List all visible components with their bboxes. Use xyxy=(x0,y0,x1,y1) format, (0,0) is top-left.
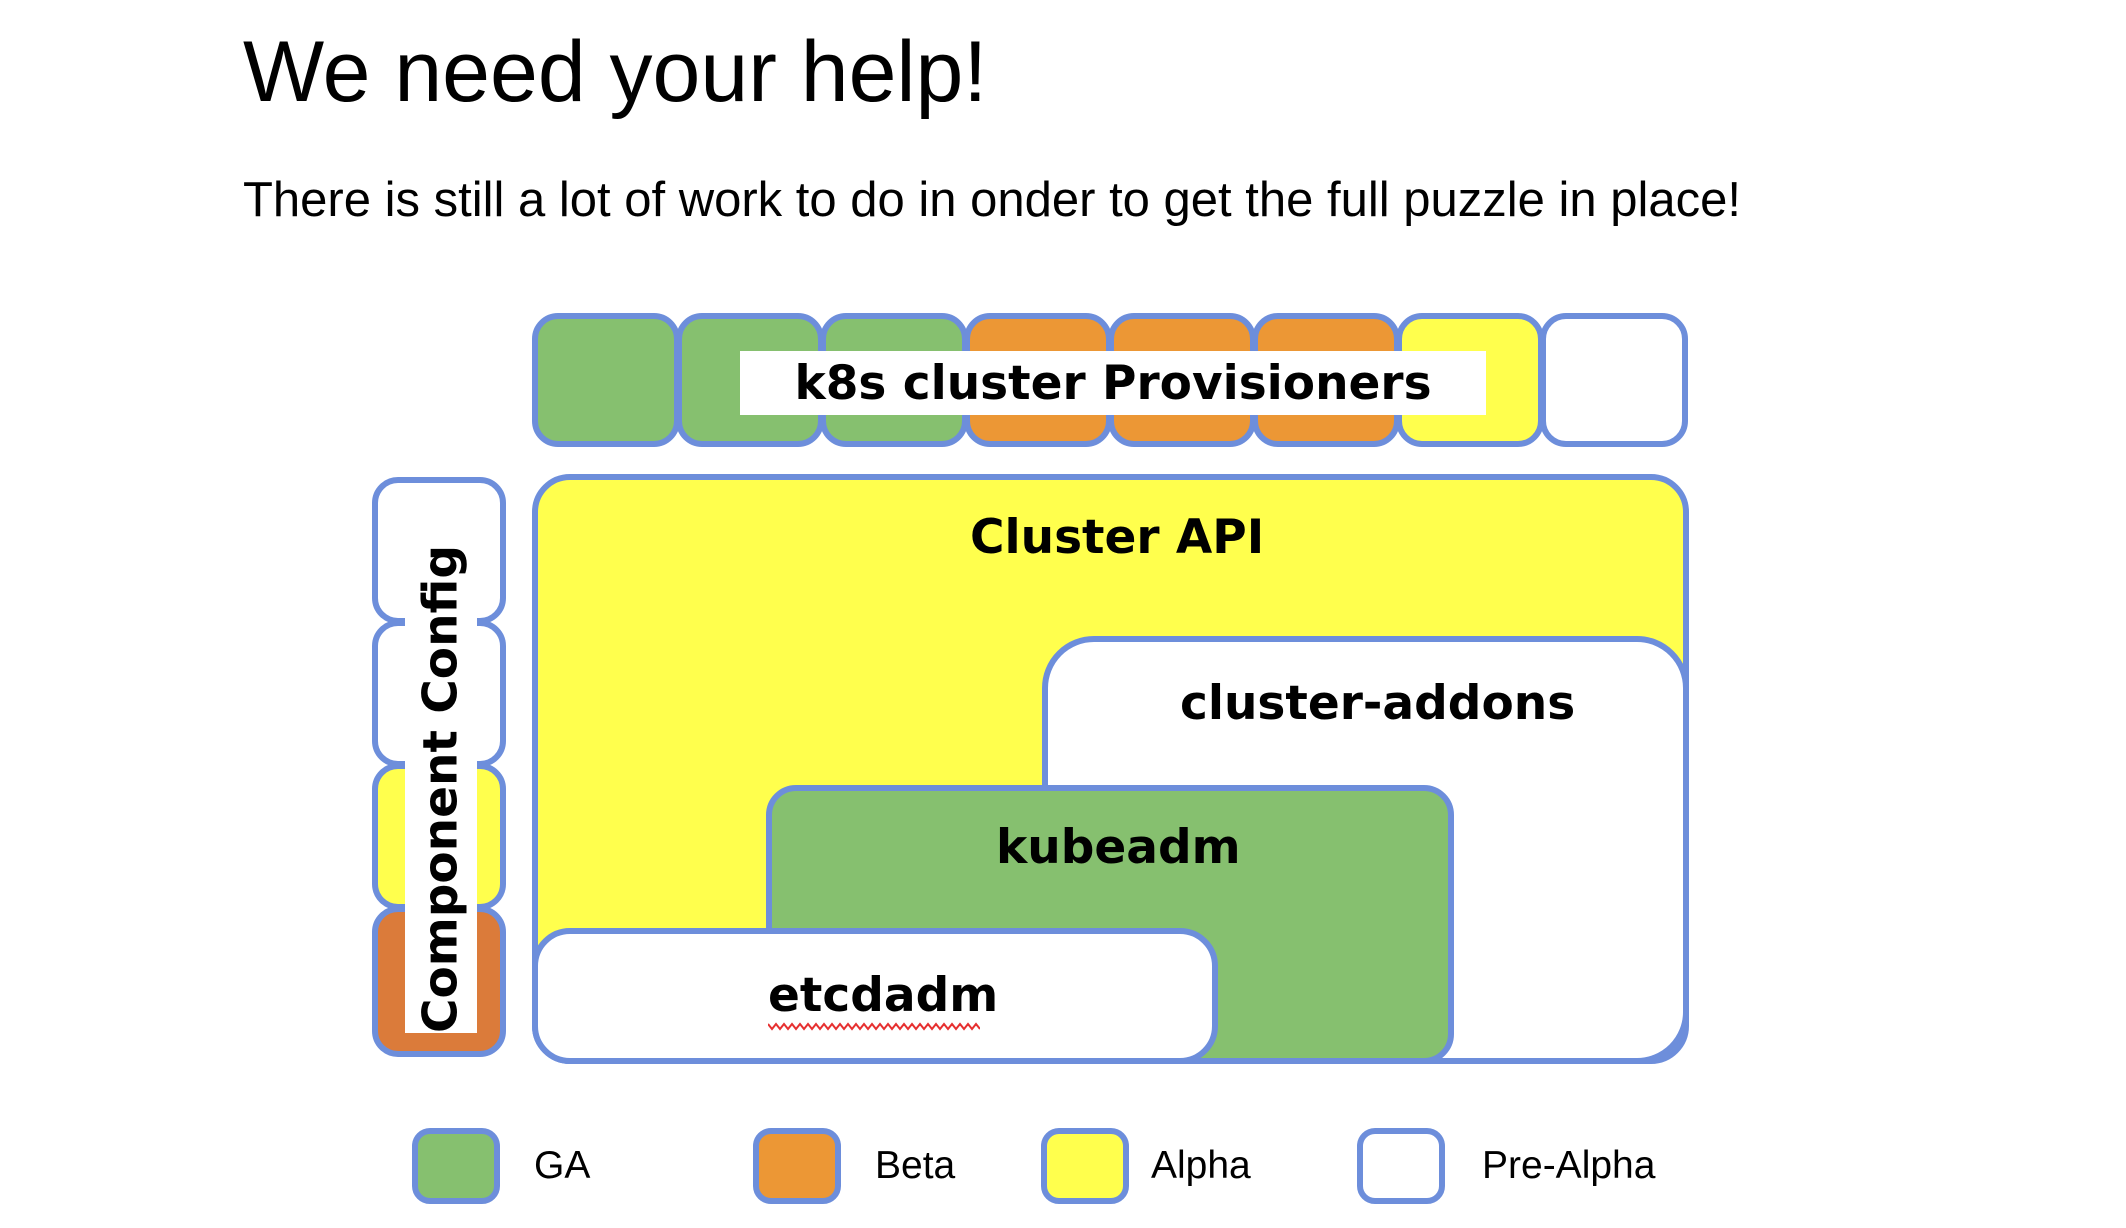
page-subtitle: There is still a lot of work to do in on… xyxy=(243,173,1742,227)
provisioner-tile-ga-1 xyxy=(532,313,680,447)
provisioner-tile-pre-alpha xyxy=(1540,313,1688,447)
legend-swatch-ga xyxy=(412,1128,500,1204)
kubeadm-label: kubeadm xyxy=(996,820,1241,875)
component-config-label: Component Config xyxy=(413,544,469,1034)
legend-label-alpha: Alpha xyxy=(1151,1144,1251,1187)
legend-swatch-beta xyxy=(753,1128,841,1204)
component-config-label-box xyxy=(405,545,477,1033)
cluster-addons-label: cluster-addons xyxy=(1180,676,1576,731)
provisioners-label-box: k8s cluster Provisioners xyxy=(740,351,1486,415)
legend-label-beta: Beta xyxy=(875,1144,956,1187)
page-title: We need your help! xyxy=(243,24,988,120)
provisioners-label: k8s cluster Provisioners xyxy=(794,355,1432,411)
cluster-api-label: Cluster API xyxy=(970,510,1265,565)
legend-swatch-alpha xyxy=(1041,1128,1129,1204)
spellcheck-underline xyxy=(768,1022,980,1031)
etcdadm-block xyxy=(532,928,1218,1064)
legend-label-ga: GA xyxy=(534,1144,591,1187)
etcdadm-label: etcdadm xyxy=(768,968,999,1023)
legend-label-pre-alpha: Pre-Alpha xyxy=(1482,1144,1656,1187)
legend-swatch-pre-alpha xyxy=(1357,1128,1445,1204)
